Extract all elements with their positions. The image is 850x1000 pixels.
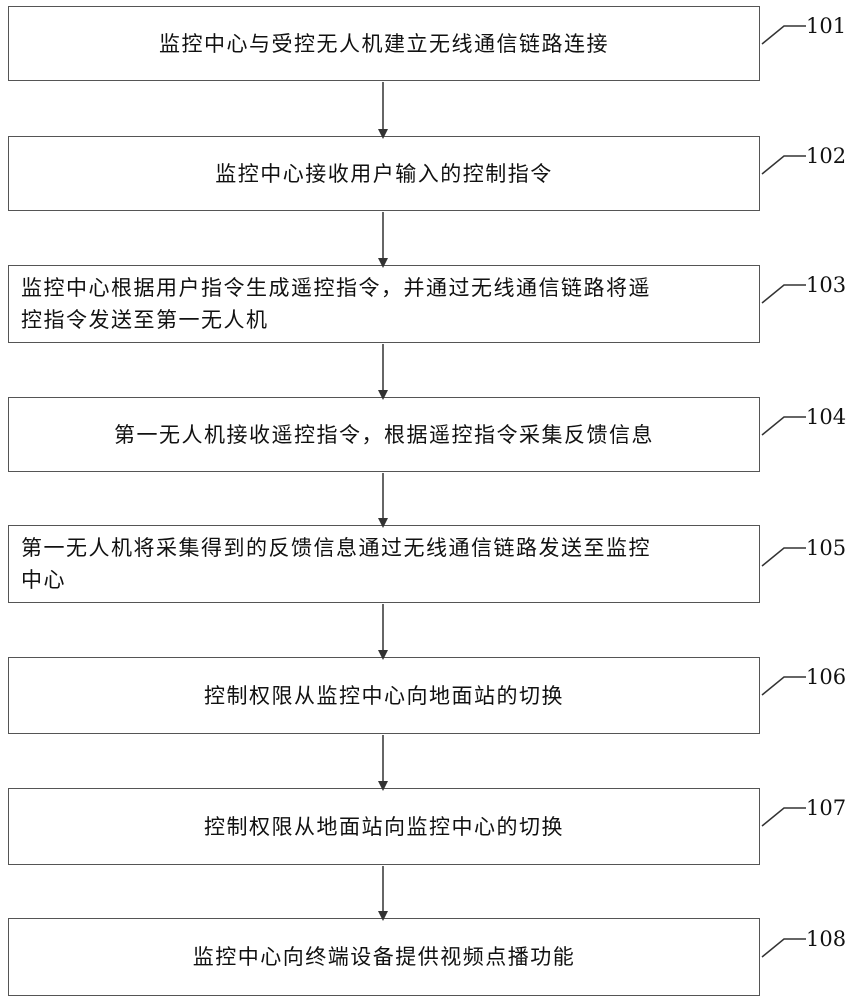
- step-103-text-line1: 监控中心根据用户指令生成遥控指令，并通过无线通信链路将遥: [21, 276, 651, 300]
- step-102-label: 102: [806, 144, 847, 168]
- step-104-text: 第一无人机接收遥控指令，根据遥控指令采集反馈信息: [114, 422, 654, 447]
- leader-104: [761, 416, 806, 436]
- step-107-text: 控制权限从地面站向监控中心的切换: [204, 814, 564, 839]
- leader-106: [761, 676, 806, 696]
- step-105-box: 第一无人机将采集得到的反馈信息通过无线通信链路发送至监控 中心: [8, 525, 760, 603]
- step-105-text-line2: 中心: [21, 568, 66, 592]
- step-102-text: 监控中心接收用户输入的控制指令: [215, 161, 553, 186]
- step-103-text-line2: 控指令发送至第一无人机: [21, 308, 269, 332]
- step-106-text: 控制权限从监控中心向地面站的切换: [204, 683, 564, 708]
- step-107-box: 控制权限从地面站向监控中心的切换: [8, 788, 760, 865]
- leader-107: [761, 807, 806, 827]
- step-103-label: 103: [806, 273, 847, 297]
- step-105-label: 105: [806, 536, 847, 560]
- step-108-box: 监控中心向终端设备提供视频点播功能: [8, 918, 760, 996]
- step-103-box: 监控中心根据用户指令生成遥控指令，并通过无线通信链路将遥 控指令发送至第一无人机: [8, 265, 760, 343]
- step-104-label: 104: [806, 405, 847, 429]
- step-108-text: 监控中心向终端设备提供视频点播功能: [192, 945, 576, 969]
- step-108-label: 108: [806, 927, 847, 951]
- step-101-label: 101: [806, 14, 847, 38]
- step-101-text: 监控中心与受控无人机建立无线通信链路连接: [159, 31, 609, 56]
- step-107-label: 107: [806, 796, 847, 820]
- leader-101: [761, 25, 806, 45]
- step-105-text-line1: 第一无人机将采集得到的反馈信息通过无线通信链路发送至监控: [21, 536, 651, 560]
- step-106-label: 106: [806, 665, 847, 689]
- leader-102: [761, 155, 806, 175]
- leader-103: [761, 284, 806, 304]
- step-101-box: 监控中心与受控无人机建立无线通信链路连接: [8, 6, 760, 81]
- leader-108: [761, 938, 806, 958]
- step-104-box: 第一无人机接收遥控指令，根据遥控指令采集反馈信息: [8, 397, 760, 472]
- leader-105: [761, 547, 806, 567]
- step-106-box: 控制权限从监控中心向地面站的切换: [8, 657, 760, 734]
